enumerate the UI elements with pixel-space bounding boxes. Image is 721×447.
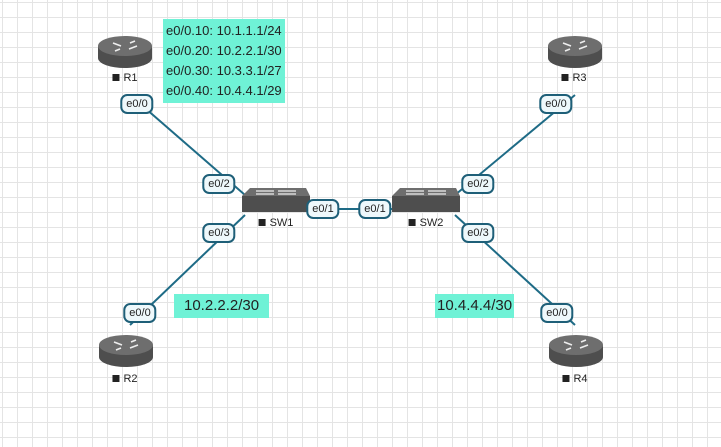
status-square-icon xyxy=(561,74,569,81)
node-label-r3: R3 xyxy=(561,72,587,84)
node-label-r1: R1 xyxy=(112,72,138,84)
iface-sw1-e0-2[interactable]: e0/2 xyxy=(202,174,236,194)
node-label-sw2: SW2 xyxy=(408,217,443,229)
note-line: e0/0.10: 10.1.1.1/24 xyxy=(166,23,282,38)
router-r4[interactable] xyxy=(547,333,605,369)
node-label-r2: R2 xyxy=(112,373,138,385)
iface-sw2-e0-3[interactable]: e0/3 xyxy=(461,223,495,243)
iface-r3-e0-0[interactable]: e0/0 xyxy=(539,94,573,114)
iface-r4-e0-0[interactable]: e0/0 xyxy=(540,303,574,323)
iface-sw2-e0-1[interactable]: e0/1 xyxy=(358,199,392,219)
note-r2-ip[interactable]: 10.2.2.2/30 xyxy=(174,294,270,318)
router-icon xyxy=(98,36,152,68)
status-square-icon xyxy=(258,219,266,226)
note-line: e0/0.40: 10.4.4.1/29 xyxy=(166,83,282,98)
note-line: e0/0.30: 10.3.3.1/27 xyxy=(166,63,282,78)
switch-sw1[interactable] xyxy=(240,186,312,214)
iface-r1-e0-0[interactable]: e0/0 xyxy=(120,94,154,114)
router-r3[interactable] xyxy=(546,34,604,70)
note-r4-ip[interactable]: 10.4.4.4/30 xyxy=(435,294,515,318)
iface-r2-e0-0[interactable]: e0/0 xyxy=(123,303,157,323)
router-r2[interactable] xyxy=(97,333,155,369)
iface-sw2-e0-2[interactable]: e0/2 xyxy=(461,174,495,194)
node-label-r4: R4 xyxy=(562,373,588,385)
router-icon xyxy=(99,335,153,367)
note-line: e0/0.20: 10.2.2.1/30 xyxy=(166,43,282,58)
iface-sw1-e0-3[interactable]: e0/3 xyxy=(202,223,236,243)
switch-icon xyxy=(242,188,310,212)
router-icon xyxy=(548,36,602,68)
iface-sw1-e0-1[interactable]: e0/1 xyxy=(306,199,340,219)
status-square-icon xyxy=(112,375,120,382)
switch-sw2[interactable] xyxy=(390,186,462,214)
status-square-icon xyxy=(112,74,120,81)
router-r1[interactable] xyxy=(96,34,154,70)
node-label-sw1: SW1 xyxy=(258,217,293,229)
status-square-icon xyxy=(562,375,570,382)
note-r1-subinterfaces[interactable]: e0/0.10: 10.1.1.1/24 e0/0.20: 10.2.2.1/3… xyxy=(163,19,285,103)
switch-icon xyxy=(392,188,460,212)
status-square-icon xyxy=(408,219,416,226)
router-icon xyxy=(549,335,603,367)
